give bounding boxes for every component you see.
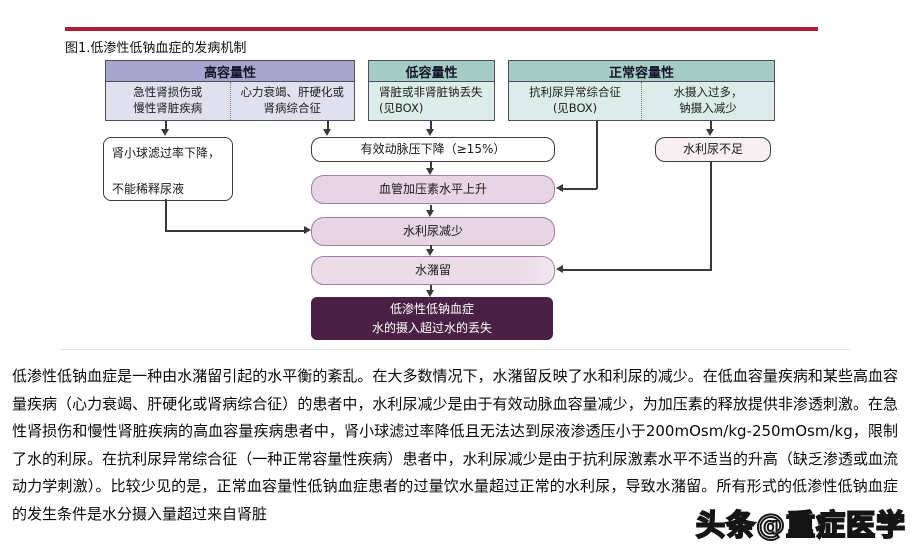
node-vasopressin-rise: 血管加压素水平上升 [311, 175, 555, 204]
node-gfr-decline: 肾小球滤过率下降， 不能稀释尿液 [103, 137, 233, 201]
figure-title: 图1.低渗性低钠血症的发病机制 [65, 41, 247, 56]
watermark-text: 头条@重症医学 [695, 507, 906, 543]
column-cell: 心力衰竭、肝硬化或 肾病综合征 [229, 82, 355, 120]
column-cell: 肾脏或非肾脏钠丢失 (见BOX) [379, 85, 483, 115]
column-euvolemic: 正常容量性 抗利尿异常综合征 (见BOX) 水摄入过多， 钠摄入减少 [508, 60, 775, 121]
node-water-retention: 水潴留 [311, 256, 555, 285]
figure-text-divider [60, 349, 850, 350]
node-hyponatremia-result: 低渗性低钠血症 水的摄入超过水的丢失 [311, 297, 553, 340]
body-paragraph: 低渗性低钠血症是一种由水潴留引起的水平衡的紊乱。在大多数情况下，水潴留反映了水和… [12, 367, 898, 523]
column-hypovolemic-header: 低容量性 [369, 61, 494, 82]
node-water-diuresis-decrease: 水利尿减少 [311, 217, 555, 246]
figure-top-rule [65, 27, 818, 31]
column-hypovolemic: 低容量性 肾脏或非肾脏钠丢失 (见BOX) [368, 60, 495, 121]
column-hypervolemic-body: 急性肾损伤或 慢性肾脏疾病 心力衰竭、肝硬化或 肾病综合征 [106, 82, 354, 120]
column-euvolemic-header: 正常容量性 [509, 61, 774, 82]
column-hypovolemic-body: 肾脏或非肾脏钠丢失 (见BOX) [369, 82, 494, 120]
column-cell: 抗利尿异常综合征 (见BOX) [529, 85, 621, 115]
node-arterial-pressure-drop: 有效动脉压下降（≥15%） [311, 137, 555, 162]
column-cell: 水摄入过多， 钠摄入减少 [641, 82, 774, 120]
column-hypervolemic: 高容量性 急性肾损伤或 慢性肾脏疾病 心力衰竭、肝硬化或 肾病综合征 [105, 60, 355, 121]
node-water-diuresis-insufficient: 水利尿不足 [655, 137, 771, 162]
column-euvolemic-body: 抗利尿异常综合征 (见BOX) 水摄入过多， 钠摄入减少 [509, 82, 774, 120]
column-cell: 急性肾损伤或 慢性肾脏疾病 [133, 85, 203, 115]
column-hypervolemic-header: 高容量性 [106, 61, 354, 82]
